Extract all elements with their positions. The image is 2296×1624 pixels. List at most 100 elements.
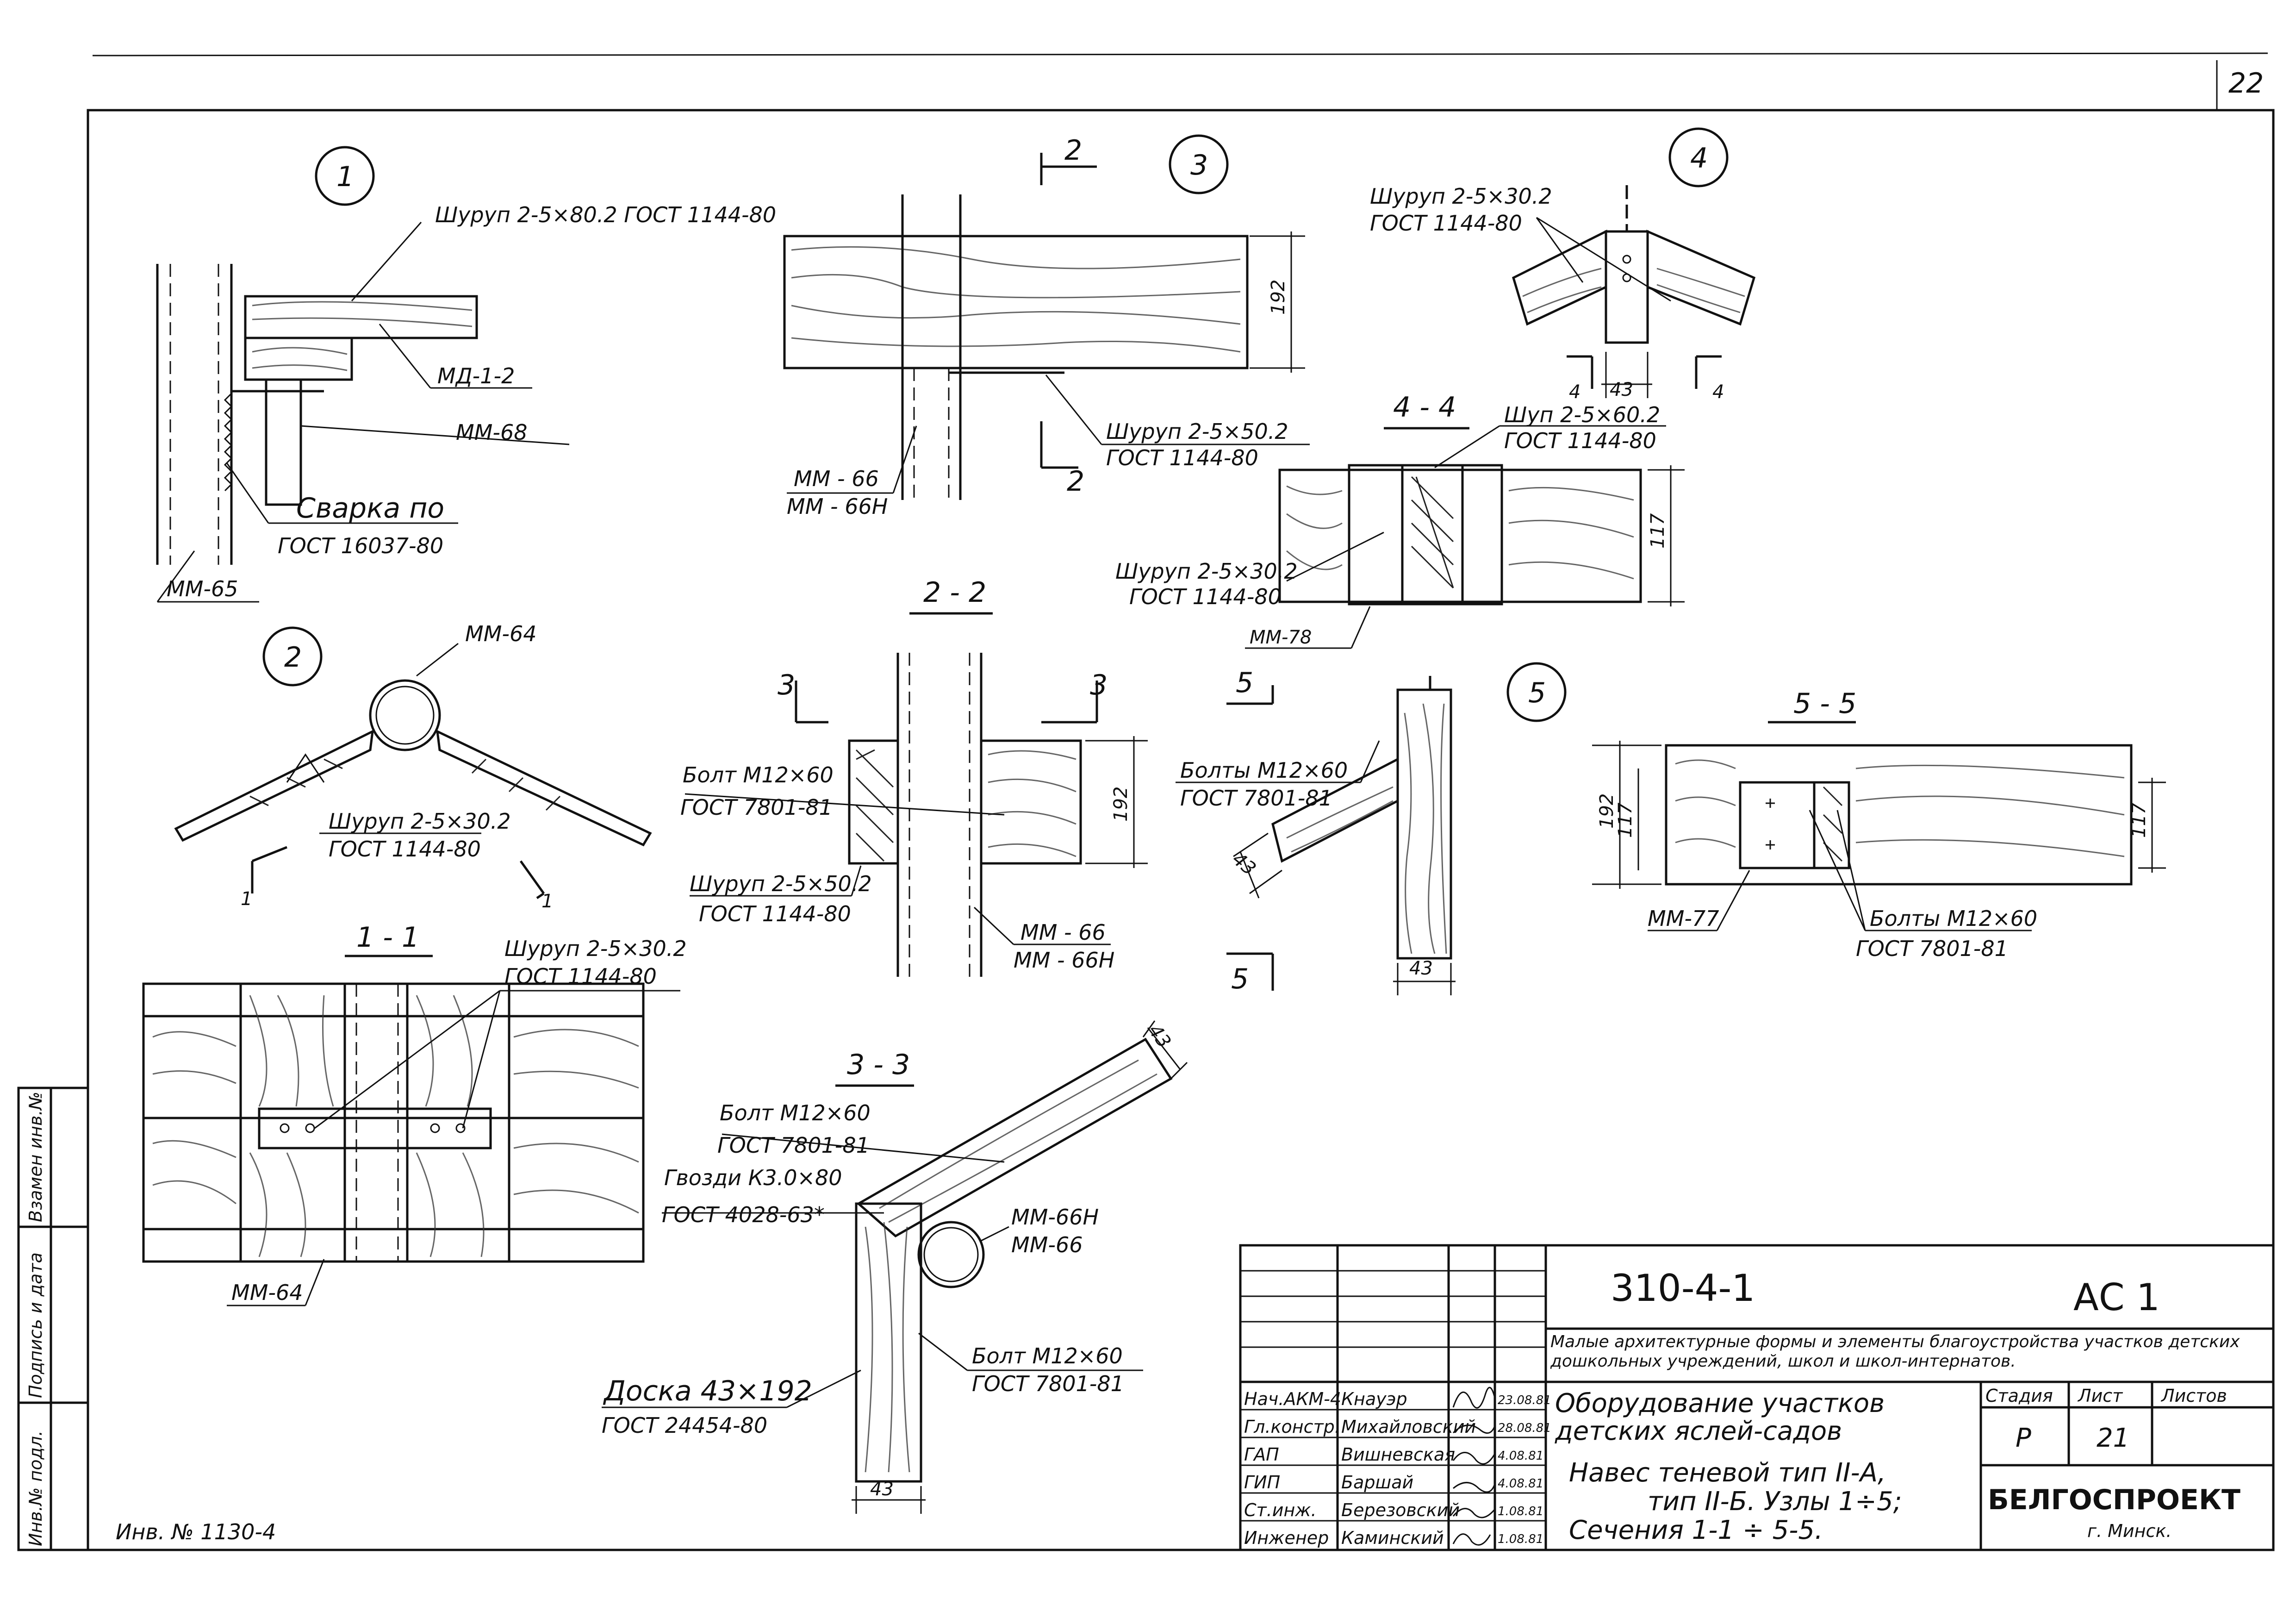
s55-bolts-callout: Болты М12×60 xyxy=(1870,906,2037,931)
cut-1-left: 1 xyxy=(241,888,252,910)
n4-screw-callout: Шуруп 2-5×30.2 xyxy=(1370,184,1552,209)
n3-dim-192: 192 xyxy=(1268,280,1289,315)
n3-screw-callout: Шуруп 2-5×50.2 xyxy=(1106,419,1288,444)
organization-name: БЕЛГОСПРОЕКТ xyxy=(1988,1484,2240,1516)
s44-screw2-standard: ГОСТ 1144-80 xyxy=(1129,584,1282,609)
n5-dim-43b: 43 xyxy=(1409,958,1433,979)
n4-dim-43: 43 xyxy=(1610,379,1633,400)
section-1-1: 1 - 1 Шуруп 2-5×30.2 ГОСТ 1144-80 ММ-64 xyxy=(142,921,687,1306)
stamp-signature-date: Подпись и дата xyxy=(25,1252,46,1398)
cut-4-right: 4 xyxy=(1712,381,1724,403)
s22-mm66n-callout: ММ - 66Н xyxy=(1014,948,1114,973)
s11-screw-callout: Шуруп 2-5×30.2 xyxy=(504,936,687,961)
node-marker-4 xyxy=(1668,127,1729,187)
s33-bolt-standard: ГОСТ 7801-81 xyxy=(717,1133,870,1158)
s44-dim-117: 117 xyxy=(1647,513,1668,549)
stamp-inv-replacement: Взамен инв.№ xyxy=(25,1092,46,1222)
node-3-detail: 3 192 2 2 Шуруп 2-5×50.2 ГОСТ 1144-80 ММ… xyxy=(783,134,1310,519)
title-code: 310-4-1 xyxy=(1611,1267,1755,1310)
node-marker-2-label: 2 xyxy=(284,641,302,674)
n3-mm66-callout: ММ - 66 xyxy=(794,466,879,491)
section-title-2-2: 2 - 2 xyxy=(923,576,986,609)
staff-date: 23.08.81 xyxy=(1498,1393,1551,1407)
n1-screw-callout: Шуруп 2-5×80.2 ГОСТ 1144-80 xyxy=(435,202,776,227)
staff-date: 4.08.81 xyxy=(1498,1477,1543,1491)
organization-city: г. Минск. xyxy=(2087,1521,2172,1541)
n3-mm66n-callout: ММ - 66Н xyxy=(787,494,888,519)
cut-5-top: 5 xyxy=(1236,667,1253,699)
s44-screw-callout: Шуп 2-5×60.2 xyxy=(1504,402,1660,427)
n2-screw-callout: Шуруп 2-5×30.2 xyxy=(329,809,511,834)
n5-bolts-callout: Болты М12×60 xyxy=(1180,758,1348,783)
s33-dim-43b: 43 xyxy=(870,1479,894,1500)
node-marker-3 xyxy=(1169,134,1229,194)
s22-screw-standard: ГОСТ 1144-80 xyxy=(699,901,851,926)
staff-date: 1.08.81 xyxy=(1498,1505,1543,1518)
section-5-5: 5 - 5 192 117 117 ММ-77 Болты М12×60 ГОС… xyxy=(1592,687,2166,961)
s44-screw2-callout: Шуруп 2-5×30.2 xyxy=(1115,559,1298,584)
s22-screw-callout: Шуруп 2-5×50.2 xyxy=(690,871,872,896)
node-2-detail: 2 ММ-64 Шуруп 2-5×30.2 ГОСТ 1144-80 1 1 xyxy=(174,621,652,912)
page-number: 22 xyxy=(2228,67,2264,100)
n1-weld-standard: ГОСТ 16037-80 xyxy=(278,533,443,558)
side-stamp: Инв.№ подл. Подпись и дата Взамен инв.№ xyxy=(17,1087,89,1551)
s33-board-standard: ГОСТ 24454-80 xyxy=(602,1413,767,1438)
n3-screw-standard: ГОСТ 1144-80 xyxy=(1106,445,1258,470)
staff-date: 28.08.81 xyxy=(1498,1421,1551,1435)
section-2-2: 2 - 2 192 3 3 Болт М12×60 ГОСТ 7801-81 Ш… xyxy=(680,576,1148,977)
cut-4-left: 4 xyxy=(1569,381,1580,403)
cut-5-bottom: 5 xyxy=(1231,963,1249,995)
node-marker-3-label: 3 xyxy=(1190,149,1208,181)
staff-date: 4.08.81 xyxy=(1498,1449,1543,1463)
signatures xyxy=(1452,1387,1496,1546)
s33-mm66n-callout: ММ-66Н xyxy=(1011,1205,1099,1230)
n5-bolts-standard: ГОСТ 7801-81 xyxy=(1180,786,1332,811)
staff-date: 1.08.81 xyxy=(1498,1532,1543,1546)
staff-role: ГАП xyxy=(1244,1444,1279,1465)
cut-2-bottom: 2 xyxy=(1067,465,1084,498)
s55-mm77-callout: ММ-77 xyxy=(1648,906,1719,931)
list-value: 21 xyxy=(2097,1423,2129,1453)
inventory-number: Инв. № 1130-4 xyxy=(116,1519,276,1544)
title-mark: АС 1 xyxy=(2073,1276,2160,1319)
node-marker-1 xyxy=(315,146,375,206)
staff-role: Гл.констр. xyxy=(1244,1417,1340,1437)
node-4-detail: 4 4 4 43 Шуруп 2-5×30.2 ГОСТ 1144-80 xyxy=(1370,127,1756,403)
s33-board-callout: Доска 43×192 xyxy=(603,1375,812,1407)
s55-dim-117b: 117 xyxy=(2128,802,2150,838)
node-marker-2 xyxy=(262,626,323,687)
s33-nails-callout: Гвозди К3.0×80 xyxy=(664,1165,842,1190)
cut-3-left: 3 xyxy=(778,669,795,701)
staff-name: Вишневская xyxy=(1341,1444,1455,1465)
s33-nails-standard: ГОСТ 4028-63* xyxy=(662,1202,825,1227)
staff-name: Михайловский xyxy=(1341,1417,1476,1437)
n4-screw-standard: ГОСТ 1144-80 xyxy=(1370,211,1522,236)
n1-mm65-callout: ММ-65 xyxy=(167,576,238,601)
title-sheet-line1: Навес теневой тип II-А, xyxy=(1569,1458,1886,1488)
n2-mm64-callout: ММ-64 xyxy=(465,621,537,646)
title-block: 310-4-1 АС 1 Малые архитектурные формы и… xyxy=(1239,1244,2275,1551)
title-object-line2: детских яслей-садов xyxy=(1555,1416,1842,1446)
stage-label: Стадия xyxy=(1985,1386,2053,1406)
s44-mm-callout: ММ-78 xyxy=(1250,627,1312,648)
s22-dim-192: 192 xyxy=(1110,787,1132,822)
s44-screw-standard: ГОСТ 1144-80 xyxy=(1504,428,1656,453)
s55-dim-192: 192 xyxy=(1596,793,1618,829)
staff-role: ГИП xyxy=(1244,1472,1280,1493)
staff-table: Нач.АКМ-4 Кнауэр 23.08.81 Гл.констр. Мих… xyxy=(1244,1389,1551,1548)
staff-name: Баршай xyxy=(1341,1472,1413,1493)
section-title-4-4: 4 - 4 xyxy=(1393,391,1456,424)
section-title-3-3: 3 - 3 xyxy=(847,1049,910,1081)
s33-bolt2-callout: Болт М12×60 xyxy=(972,1343,1123,1368)
node-1-detail: 1 Шуруп 2-5×80.2 ГОСТ 1144-80 МД-1-2 ММ-… xyxy=(156,146,776,603)
stage-value: Р xyxy=(2016,1423,2031,1453)
s22-bolt-standard: ГОСТ 7801-81 xyxy=(680,795,833,820)
staff-name: Кнауэр xyxy=(1341,1389,1407,1409)
node-5-detail: 5 43 43 5 5 Болты М12×60 ГОСТ 7801-81 xyxy=(1176,662,1567,995)
section-3-3: 3 - 3 43 43 Болт М12×60 ГОСТ 7801-81 Гво… xyxy=(602,1020,1188,1514)
title-sheet-line2: тип II-Б. Узлы 1÷5; xyxy=(1648,1487,1902,1517)
stamp-inv-original: Инв.№ подл. xyxy=(25,1430,46,1546)
node-marker-5-label: 5 xyxy=(1528,677,1546,709)
s55-dim-117a: 117 xyxy=(1615,802,1636,838)
